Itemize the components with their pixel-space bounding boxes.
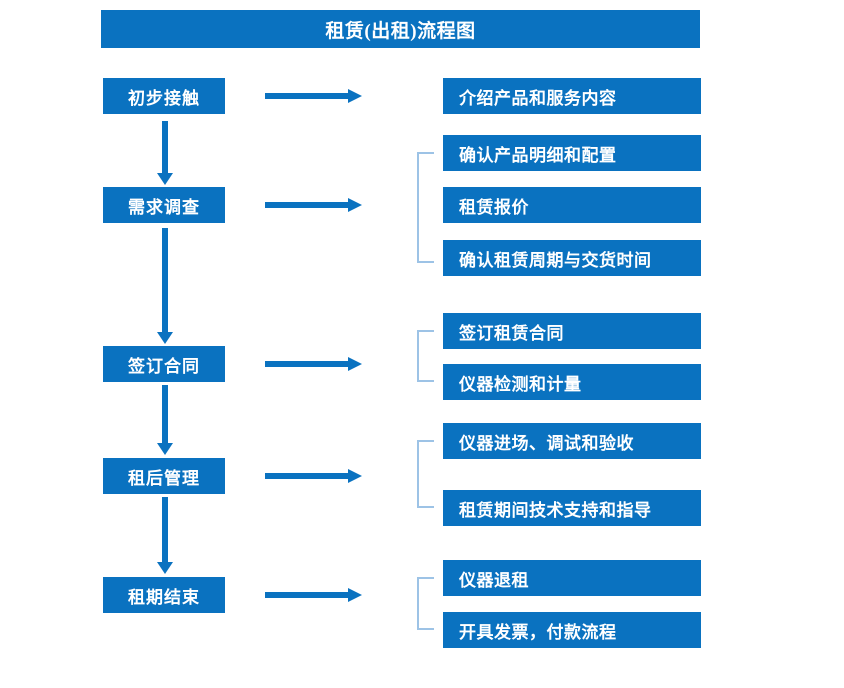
group-bracket-sign-contract	[417, 330, 434, 382]
arrow-shaft	[162, 385, 168, 443]
vertical-arrow-stage2-to-stage3	[157, 228, 173, 344]
arrow-head-icon	[348, 198, 362, 212]
arrow-shaft	[162, 121, 168, 173]
arrow-head-icon	[348, 588, 362, 602]
horizontal-arrow-stage5	[265, 588, 362, 602]
arrow-head-icon	[348, 469, 362, 483]
detail-box-instrument-entry-commissioning-acceptance[interactable]: 仪器进场、调试和验收	[443, 423, 701, 459]
arrow-head-icon	[348, 357, 362, 371]
arrow-shaft	[162, 228, 168, 332]
arrow-shaft	[265, 592, 349, 598]
group-bracket-post-rental-management	[417, 440, 434, 508]
horizontal-arrow-stage1	[265, 89, 362, 103]
arrow-head-icon	[157, 443, 173, 455]
detail-box-confirm-product-details-config[interactable]: 确认产品明细和配置	[443, 135, 701, 171]
arrow-head-icon	[157, 332, 173, 344]
group-bracket-lease-end	[417, 577, 434, 630]
arrow-head-icon	[157, 173, 173, 185]
detail-box-rental-quotation[interactable]: 租赁报价	[443, 187, 701, 223]
detail-box-introduce-products-services[interactable]: 介绍产品和服务内容	[443, 78, 701, 114]
horizontal-arrow-stage4	[265, 469, 362, 483]
vertical-arrow-stage3-to-stage4	[157, 385, 173, 455]
stage-box-post-rental-management[interactable]: 租后管理	[103, 458, 225, 494]
detail-box-instrument-inspection-metering[interactable]: 仪器检测和计量	[443, 364, 701, 400]
detail-box-technical-support-guidance[interactable]: 租赁期间技术支持和指导	[443, 490, 701, 526]
arrow-head-icon	[157, 562, 173, 574]
detail-box-invoice-payment-process[interactable]: 开具发票，付款流程	[443, 612, 701, 648]
group-bracket-needs-survey	[417, 152, 434, 263]
horizontal-arrow-stage2	[265, 198, 362, 212]
detail-box-instrument-return[interactable]: 仪器退租	[443, 560, 701, 596]
detail-box-confirm-rental-period-delivery[interactable]: 确认租赁周期与交货时间	[443, 240, 701, 276]
vertical-arrow-stage4-to-stage5	[157, 497, 173, 574]
horizontal-arrow-stage3	[265, 357, 362, 371]
arrow-shaft	[162, 497, 168, 562]
stage-box-sign-contract[interactable]: 签订合同	[103, 346, 225, 382]
arrow-shaft	[265, 93, 349, 99]
vertical-arrow-stage1-to-stage2	[157, 121, 173, 185]
arrow-shaft	[265, 473, 349, 479]
stage-box-lease-end[interactable]: 租期结束	[103, 577, 225, 613]
arrow-shaft	[265, 202, 349, 208]
stage-box-needs-survey[interactable]: 需求调查	[103, 187, 225, 223]
diagram-title: 租赁(出租)流程图	[101, 10, 700, 48]
stage-box-initial-contact[interactable]: 初步接触	[103, 78, 225, 114]
arrow-shaft	[265, 361, 349, 367]
detail-box-sign-rental-contract[interactable]: 签订租赁合同	[443, 313, 701, 349]
arrow-head-icon	[348, 89, 362, 103]
